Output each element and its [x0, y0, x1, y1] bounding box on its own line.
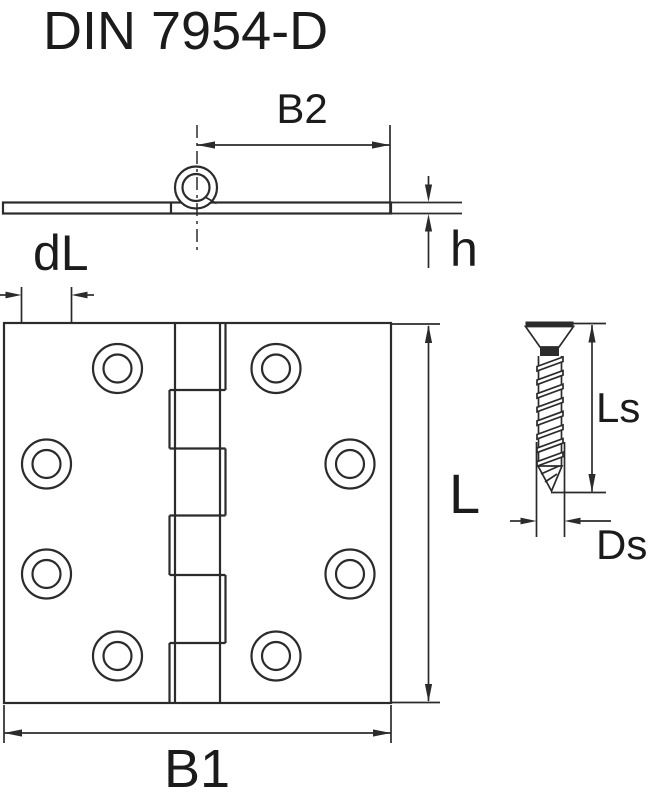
hole-inner	[102, 353, 133, 384]
screw-threads	[536, 355, 564, 468]
dim-ds: Ds	[510, 442, 647, 568]
screw-thread	[536, 423, 564, 441]
side-view: B2 h	[1, 85, 478, 277]
dim-ds-arrow-left	[520, 517, 537, 525]
hinge-plate-outline	[2, 321, 393, 705]
dim-ls-arrow-up	[588, 324, 596, 343]
screw-drawing: Ls Ds	[510, 321, 647, 568]
drawing-title: DIN 7954-D	[43, 1, 328, 61]
dim-l-label: L	[449, 462, 480, 525]
dim-h-arrow-up	[424, 214, 433, 232]
dim-l-arrow-up	[424, 325, 433, 343]
knuckle-wrap-line	[205, 196, 217, 205]
hole-inner	[334, 448, 366, 480]
dim-l: L	[391, 323, 480, 704]
hole-inner	[102, 640, 133, 672]
knuckle-inner-circle	[181, 172, 211, 203]
hole-inner	[334, 558, 366, 590]
dim-b1-label: B1	[164, 739, 230, 799]
dim-ls-arrow-down	[588, 474, 596, 492]
dim-b2-arrow-right	[372, 141, 390, 149]
dim-l-arrow-down	[424, 684, 433, 702]
screw-thread	[536, 396, 564, 414]
screw-thread	[536, 382, 564, 400]
dim-b1-arrow-left	[4, 729, 22, 737]
screw-tip-thread-1	[540, 465, 560, 475]
dim-ls-label: Ls	[596, 384, 640, 431]
dim-h-arrow-down	[424, 184, 433, 202]
screw-holes	[20, 342, 376, 682]
screw-thread	[536, 437, 564, 454]
screw-tip-thread-2	[544, 473, 558, 483]
hole-inner	[31, 448, 62, 480]
hole-inner	[260, 353, 292, 384]
dim-ds-label: Ds	[596, 521, 647, 568]
dim-b1-arrow-right	[373, 729, 391, 737]
dim-b2-label: B2	[276, 85, 327, 132]
screw-head-top	[525, 321, 574, 327]
screw-thread	[536, 355, 564, 373]
screw-thread	[536, 450, 564, 468]
front-view: L B1	[2, 321, 480, 799]
hole-inner	[260, 640, 292, 672]
screw-thread	[536, 410, 564, 427]
dim-b1: B1	[3, 705, 392, 799]
dim-dl-label: dL	[33, 225, 89, 281]
dim-dl-arrow-left	[5, 291, 22, 299]
dim-b2-arrow-left	[197, 141, 215, 149]
hole-inner	[31, 558, 62, 590]
screw-neck	[540, 347, 559, 356]
dim-ds-arrow-right	[564, 517, 581, 525]
dim-h-label: h	[450, 221, 478, 277]
screw-thread	[536, 369, 564, 386]
dim-h: h	[391, 176, 478, 277]
screw-head-countersink	[523, 325, 576, 348]
dim-dl-arrow-right	[71, 291, 88, 299]
dim-ls: Ls	[551, 322, 640, 494]
dim-b2: B2	[197, 85, 391, 214]
